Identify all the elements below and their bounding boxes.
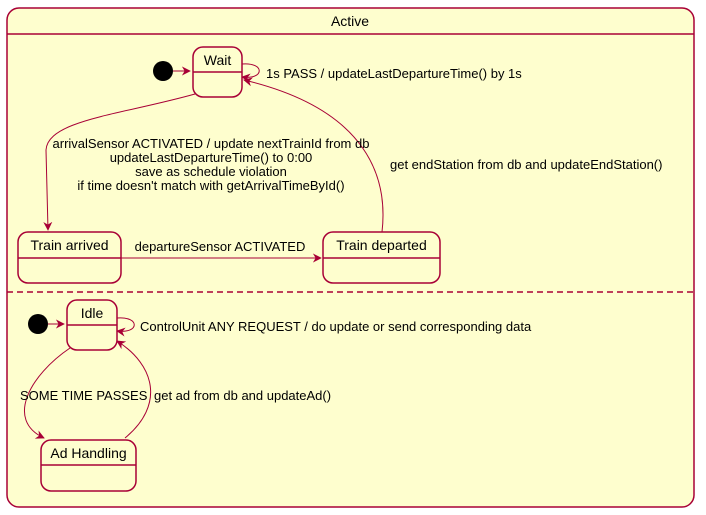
label-wait-to-arrived-line3: save as schedule violation bbox=[135, 164, 287, 179]
state-ad-handling[interactable]: Ad Handling bbox=[40, 439, 137, 492]
edge-wait-to-arrived bbox=[43, 93, 196, 231]
state-ad-handling-label: Ad Handling bbox=[50, 445, 126, 461]
label-arrived-to-departed: departureSensor ACTIVATED bbox=[135, 239, 306, 254]
state-idle-label: Idle bbox=[81, 305, 104, 321]
label-wait-to-arrived-line2: updateLastDepartureTime() to 0:00 bbox=[110, 150, 313, 165]
state-wait-label: Wait bbox=[204, 52, 232, 68]
label-idle-to-ad: SOME TIME PASSES bbox=[20, 388, 148, 403]
label-wait-to-arrived-line4: if time doesn't match with getArrivalTim… bbox=[77, 178, 344, 193]
label-ad-to-idle: get ad from db and updateAd() bbox=[154, 388, 331, 403]
label-wait-self: 1s PASS / updateLastDepartureTime() by 1… bbox=[266, 66, 522, 81]
label-idle-self: ControlUnit ANY REQUEST / do update or s… bbox=[140, 319, 532, 334]
label-departed-to-wait: get endStation from db and updateEndStat… bbox=[390, 157, 662, 172]
state-train-arrived-label: Train arrived bbox=[30, 237, 108, 253]
transitions bbox=[24, 63, 384, 439]
edge-idle-to-ad bbox=[24, 347, 71, 439]
initial-state-bottom bbox=[28, 314, 48, 334]
initial-state-top bbox=[153, 61, 173, 81]
label-wait-to-arrived-line1: arrivalSensor ACTIVATED / update nextTra… bbox=[53, 136, 370, 151]
state-train-departed[interactable]: Train departed bbox=[322, 231, 441, 284]
composite-title: Active bbox=[331, 13, 369, 29]
edge-departed-to-wait bbox=[243, 77, 384, 233]
edge-idle-self bbox=[116, 317, 135, 337]
state-idle[interactable]: Idle bbox=[66, 299, 118, 351]
state-wait[interactable]: Wait bbox=[192, 46, 243, 98]
edge-ad-to-idle bbox=[116, 340, 152, 439]
state-train-arrived[interactable]: Train arrived bbox=[17, 231, 122, 284]
edge-wait-self bbox=[241, 63, 260, 83]
state-train-departed-label: Train departed bbox=[336, 237, 427, 253]
